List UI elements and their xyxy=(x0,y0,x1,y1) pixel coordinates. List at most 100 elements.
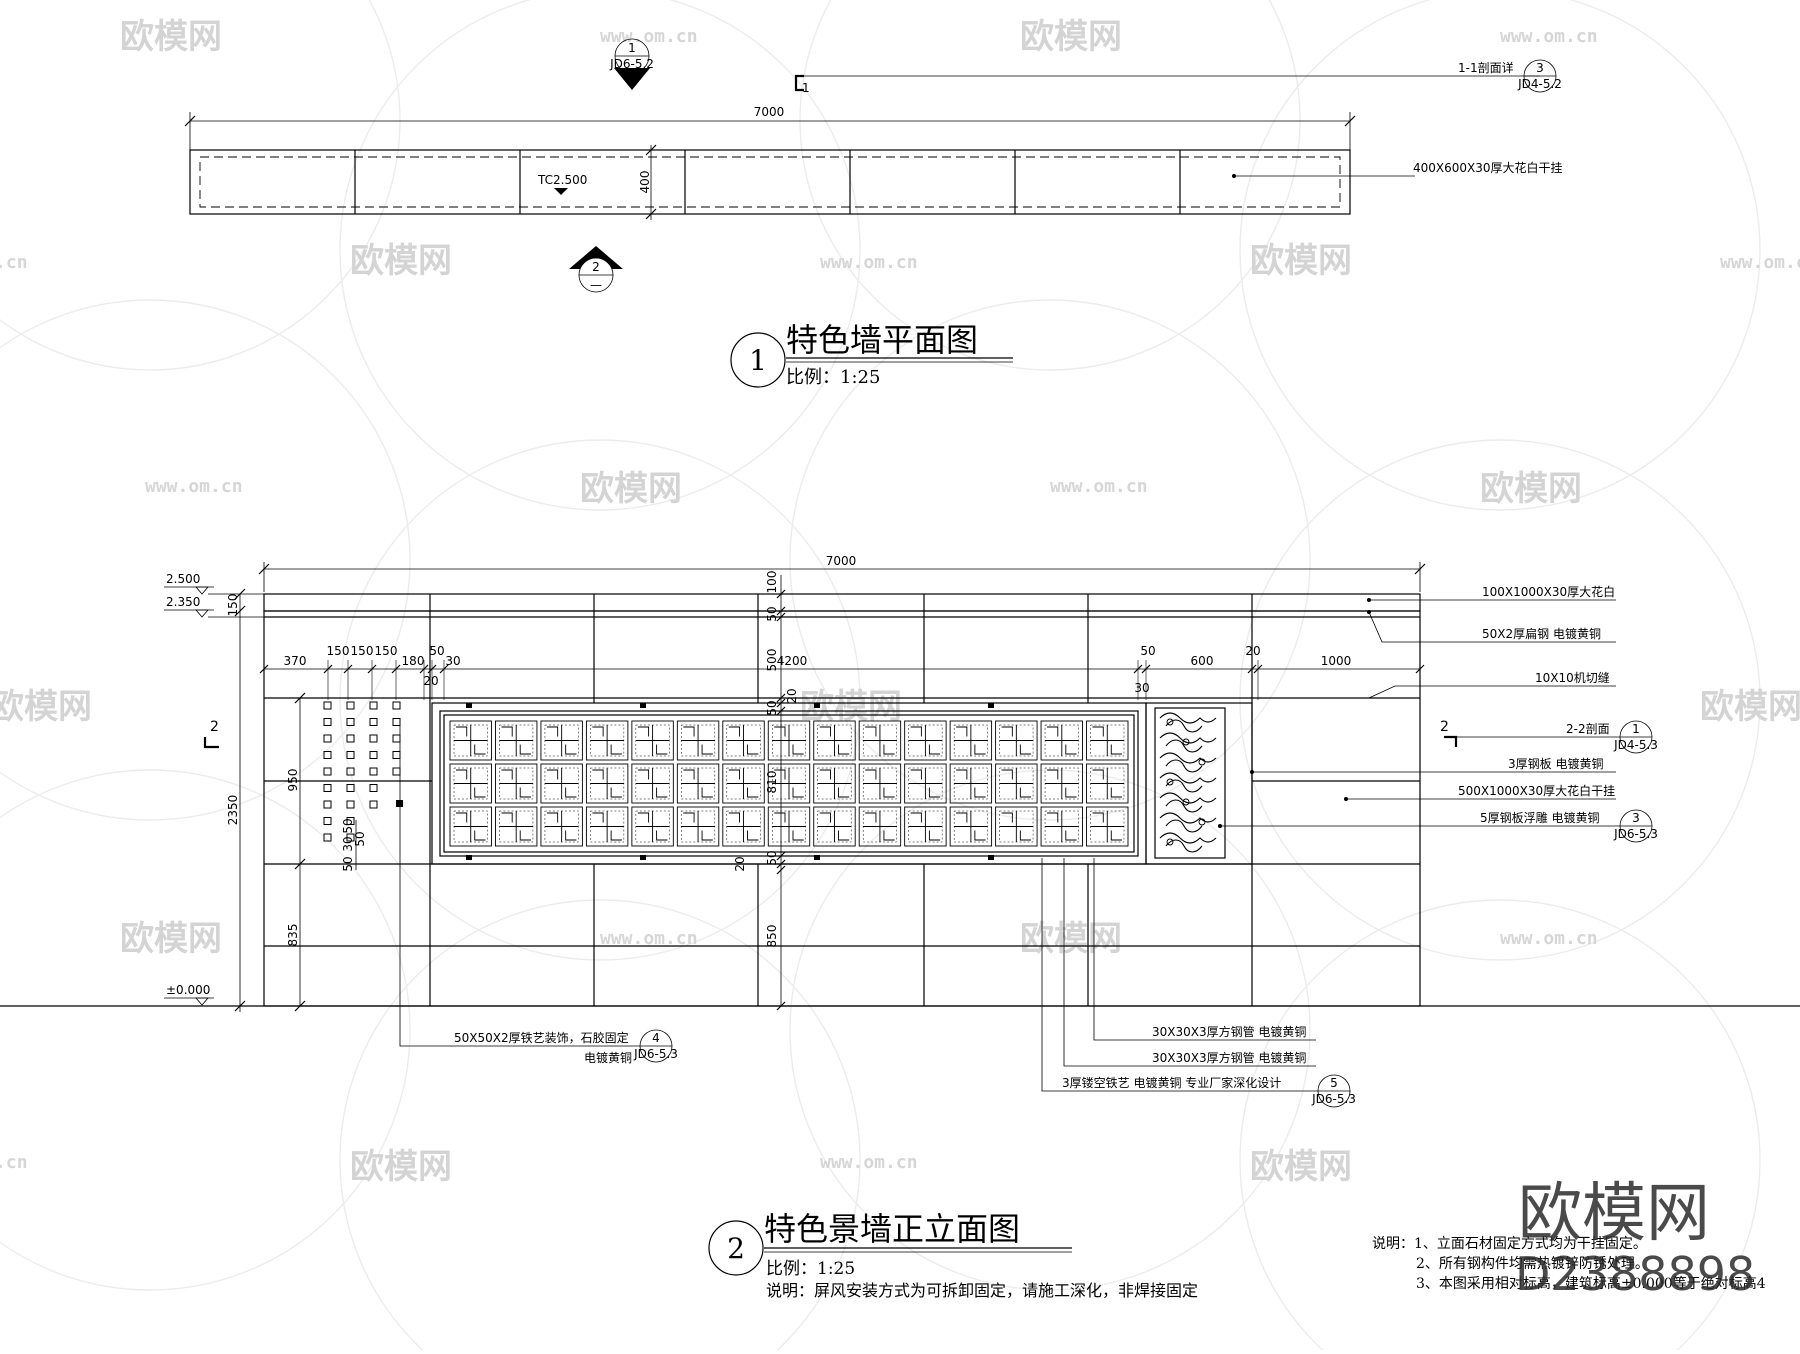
fret-texture xyxy=(544,724,579,757)
note-steel-tube-2: 30X30X3厚方钢管 电镀黄铜 xyxy=(1063,858,1316,1067)
fret-cell xyxy=(995,763,1038,804)
fret-cell xyxy=(904,720,947,761)
note-text: 5厚钢板浮雕 电镀黄铜 xyxy=(1480,810,1599,825)
fret-motif xyxy=(726,725,761,756)
center-dim-50b: 50 xyxy=(765,700,779,715)
center-dim-500: 500 xyxy=(765,649,779,672)
left-vertical-dimensions: 150 2350 950 835 xyxy=(226,588,306,1012)
fret-texture xyxy=(681,810,716,843)
watermark-brand-texts: 欧模网 欧模网 欧模网 欧模网 欧模网 欧模网 欧模网 欧模网 欧模网 欧模网 … xyxy=(0,17,1800,1187)
level-2350: 2.350 xyxy=(166,595,200,609)
fret-texture xyxy=(817,724,852,757)
plan-title-block: 1 特色墙平面图 比例：1:25 xyxy=(730,321,1013,388)
note-ref-sheet: JD6-5.3 xyxy=(1613,827,1658,841)
top-dim-30: 30 xyxy=(445,654,460,668)
relief-curl xyxy=(1198,758,1206,766)
note-ref-number: 5 xyxy=(1330,1076,1338,1090)
relief-curl xyxy=(1182,798,1190,806)
relief-scroll xyxy=(1159,712,1217,733)
brand-stamp: 欧模网 D2388898 xyxy=(1515,1177,1755,1301)
top-dim-150b: 150 xyxy=(351,644,374,658)
fret-motif xyxy=(635,725,670,756)
watermark-brand: 欧模网 xyxy=(1020,17,1122,57)
plan-level-mark: TC2.500 xyxy=(537,173,587,195)
fret-cell xyxy=(631,763,674,804)
plan-depth-dimension: 400 xyxy=(638,144,657,220)
sq-dim-30: 30 xyxy=(341,836,355,851)
fret-texture xyxy=(499,767,534,800)
watermark-url: www.om.cn xyxy=(1500,928,1598,949)
iron-square xyxy=(323,800,332,809)
note-iron-screen: 3厚镂空铁艺 电镀黄铜 专业厂家深化设计 5 JD6-5.3 xyxy=(1041,858,1356,1108)
cap-stone xyxy=(263,593,1421,612)
plan-dim-7000: 7000 xyxy=(754,105,785,119)
fret-motif xyxy=(1045,768,1079,799)
fret-texture xyxy=(635,767,670,800)
iron-square xyxy=(346,767,355,776)
plan-panel-joints xyxy=(354,150,1181,214)
fret-cell xyxy=(585,806,629,847)
fret-motif xyxy=(1045,811,1079,842)
iron-square xyxy=(346,833,355,842)
fret-cell xyxy=(995,806,1038,847)
watermark-url: www.om.cn xyxy=(1050,476,1148,497)
iron-square xyxy=(323,718,332,726)
note-text: 50X50X2厚铁艺装饰，石胶固定 xyxy=(454,1030,629,1045)
dim-tick xyxy=(776,706,786,716)
fret-motif xyxy=(999,811,1034,842)
iron-square xyxy=(346,800,355,809)
left-dim-835: 835 xyxy=(286,924,300,947)
wall-body xyxy=(263,610,1421,1007)
center-dim-50a: 50 xyxy=(765,606,779,621)
fret-texture xyxy=(908,724,943,757)
watermark-brand: 欧模网 xyxy=(1250,1147,1352,1187)
section-ref-number: 3 xyxy=(1536,61,1544,75)
fret-cell xyxy=(631,720,674,761)
fret-motif xyxy=(1090,811,1124,842)
elevation-overall-dimension: 7000 xyxy=(258,554,1426,592)
sq-dim-50: 50 xyxy=(341,818,355,833)
fret-cell xyxy=(904,806,947,847)
note-stone-cladding: 500X1000X30厚大花白干挂 xyxy=(1344,783,1616,801)
iron-square xyxy=(323,767,332,776)
fret-motif xyxy=(544,725,579,756)
relief-curl xyxy=(1182,738,1190,746)
elevation-level-marks: 2.500 2.350 ±0.000 xyxy=(164,572,264,1006)
fret-texture xyxy=(499,810,534,843)
level-0: ±0.000 xyxy=(166,983,210,997)
right-leader-notes: 100X1000X30厚大花白 50X2厚扁钢 电镀黄铜 10X10机切缝 2-… xyxy=(1218,584,1658,843)
elevation-number: 2 xyxy=(727,1232,745,1265)
fret-cell xyxy=(858,763,902,804)
general-notes: 说明：1、立面石材固定方式均为干挂固定。 2、所有钢构件均需热镀锌防锈处理。 3… xyxy=(1372,1236,1766,1292)
fret-texture xyxy=(1090,724,1125,757)
dim-tick xyxy=(776,612,786,622)
fret-texture xyxy=(590,724,625,757)
note-text: 100X1000X30厚大花白 xyxy=(1482,584,1615,599)
iron-square xyxy=(369,718,378,726)
fret-cell xyxy=(722,720,765,761)
iron-square xyxy=(392,701,401,710)
fret-cell xyxy=(1086,806,1129,847)
dim-tick xyxy=(776,859,786,869)
fret-cell xyxy=(904,763,947,804)
fret-texture xyxy=(862,724,897,757)
general-note-2: 2、所有钢构件均需热镀锌防锈处理。 xyxy=(1416,1255,1649,1272)
plan-foundation-dashed xyxy=(199,156,1341,208)
section-mark-label: 1 xyxy=(802,81,810,95)
center-dim-20b: 20 xyxy=(733,856,747,871)
note-text: 2-2剖面 xyxy=(1566,722,1610,736)
fret-texture xyxy=(590,810,625,843)
iron-square xyxy=(323,833,332,842)
fret-cell xyxy=(676,806,720,847)
plan-stone-leader: 400X600X30厚大花白干挂 xyxy=(1232,160,1563,178)
center-dim-20a: 20 xyxy=(785,688,799,703)
top-dim-150c: 150 xyxy=(375,644,398,658)
fret-cell xyxy=(585,720,629,761)
fret-cell xyxy=(1040,763,1083,804)
iron-square xyxy=(323,751,332,759)
note-text-2: 电镀黄铜 xyxy=(584,1050,632,1065)
iron-square xyxy=(369,767,378,776)
general-note-1: 说明：1、立面石材固定方式均为干挂固定。 xyxy=(1372,1236,1647,1252)
fret-texture xyxy=(453,724,488,757)
plan-overall-dimension: 7000 xyxy=(184,105,1356,150)
